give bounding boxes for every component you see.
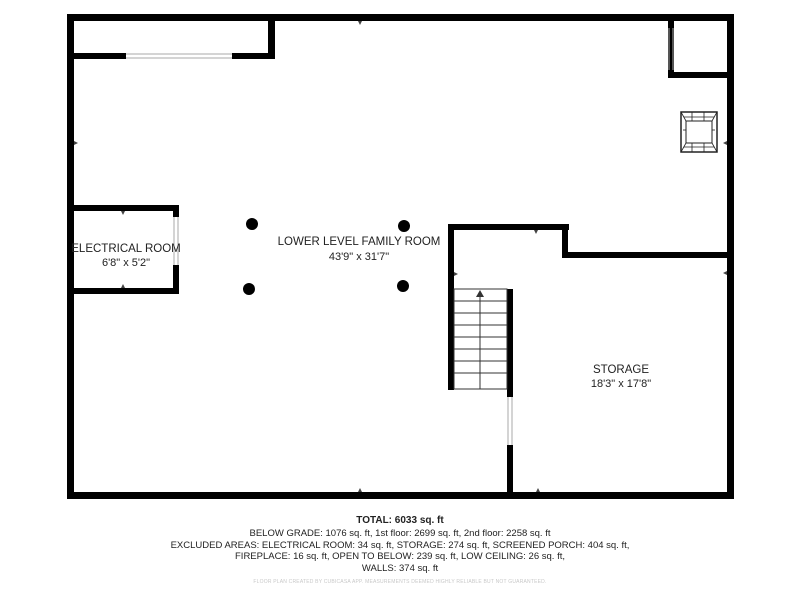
column-icon xyxy=(246,218,258,230)
electrical-room-name: ELECTRICAL ROOM xyxy=(71,243,180,255)
columns xyxy=(243,218,410,295)
stairs-icon xyxy=(453,288,508,390)
family-room-name: LOWER LEVEL FAMILY ROOM xyxy=(278,236,441,248)
top-left-closet-walls xyxy=(74,14,275,59)
area-breakdown-line-1: BELOW GRADE: 1076 sq. ft, 1st floor: 269… xyxy=(249,528,551,539)
family-room-dimensions: 43'9" x 31'7" xyxy=(329,251,389,263)
column-icon xyxy=(243,283,255,295)
top-right-door-opening-icon xyxy=(668,28,674,70)
storage-door-opening-icon xyxy=(507,397,513,445)
top-right-closet-walls xyxy=(668,21,727,78)
exterior-walls xyxy=(67,14,734,499)
floorplan-credit: FLOOR PLAN CREATED BY CUBICASA APP. MEAS… xyxy=(253,579,547,585)
area-breakdown-line-3: FIREPLACE: 16 sq. ft, OPEN TO BELOW: 239… xyxy=(235,551,565,562)
area-breakdown-line-4: WALLS: 374 sq. ft xyxy=(361,563,439,574)
top-left-closet-door-opening-icon xyxy=(126,53,232,59)
area-breakdown-line-2: EXCLUDED AREAS: ELECTRICAL ROOM: 34 sq. … xyxy=(170,540,630,551)
floor-plan: LOWER LEVEL FAMILY ROOM 43'9" x 31'7" EL… xyxy=(67,14,734,499)
column-icon xyxy=(398,220,410,232)
fireplace-icon xyxy=(680,111,718,153)
wall-markers xyxy=(74,21,727,492)
electrical-room-walls xyxy=(74,205,179,294)
storage-room-dimensions: 18'3" x 17'8" xyxy=(591,378,651,390)
storage-walls xyxy=(448,224,727,499)
electrical-room-dimensions: 6'8" x 5'2" xyxy=(102,257,150,269)
electrical-room-door-opening-icon xyxy=(173,217,179,265)
storage-room-name: STORAGE xyxy=(593,364,649,376)
total-area: TOTAL: 6033 sq. ft xyxy=(356,515,444,526)
column-icon xyxy=(397,280,409,292)
